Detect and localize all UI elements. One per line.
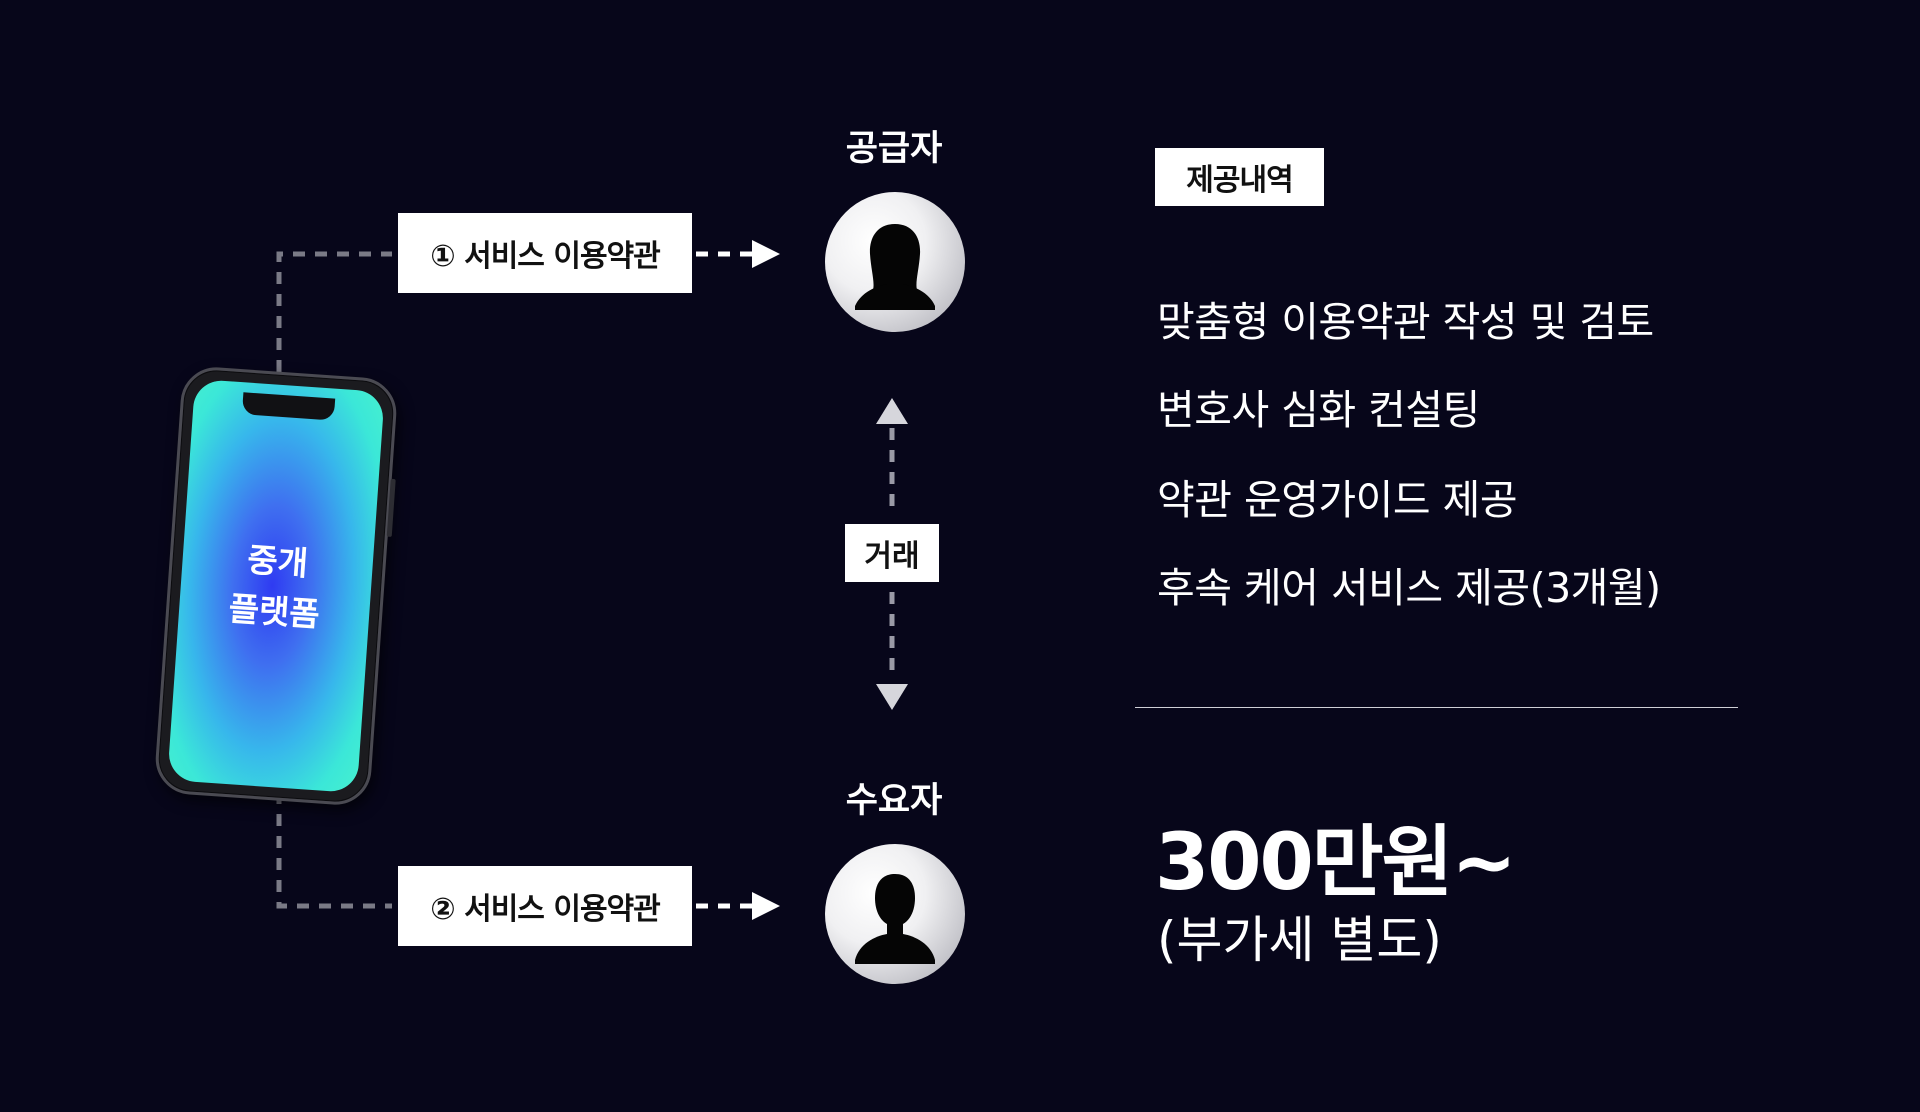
platform-label: 중개 플랫폼 <box>178 530 375 643</box>
connector-bottom <box>276 792 392 909</box>
supplier-avatar <box>825 192 965 332</box>
terms-box-first: ① 서비스 이용약관 <box>398 213 692 293</box>
arrow-head-top <box>752 240 780 268</box>
phone-screen: 중개 플랫폼 <box>167 378 385 794</box>
offering-item: 변호사 심화 컨설팅 <box>1157 386 1480 434</box>
price: 300만원~ <box>1155 818 1517 908</box>
divider <box>1135 707 1738 708</box>
smartphone-icon: 중개 플랫폼 <box>153 364 399 808</box>
offering-item: 약관 운영가이드 제공 <box>1157 476 1518 524</box>
connector-top <box>276 251 392 372</box>
male-person-icon <box>855 874 935 964</box>
vat-note: (부가세 별도) <box>1157 911 1442 969</box>
supplier-label: 공급자 <box>845 129 943 169</box>
offering-item: 맞춤형 이용약관 작성 및 검토 <box>1157 298 1654 346</box>
female-person-icon <box>855 224 935 310</box>
terms-box-second: ② 서비스 이용약관 <box>398 866 692 946</box>
offering-heading: 제공내역 <box>1155 148 1324 206</box>
deal-arrow-up <box>876 398 908 424</box>
consumer-avatar <box>825 844 965 984</box>
arrow-head-bottom <box>752 892 780 920</box>
phone-notch <box>241 392 336 421</box>
deal-arrow-down <box>876 684 908 710</box>
phone-body: 중개 플랫폼 <box>153 364 399 808</box>
transaction-box: 거래 <box>845 524 939 582</box>
offering-item: 후속 케어 서비스 제공(3개월) <box>1157 564 1661 612</box>
consumer-label: 수요자 <box>845 781 943 821</box>
